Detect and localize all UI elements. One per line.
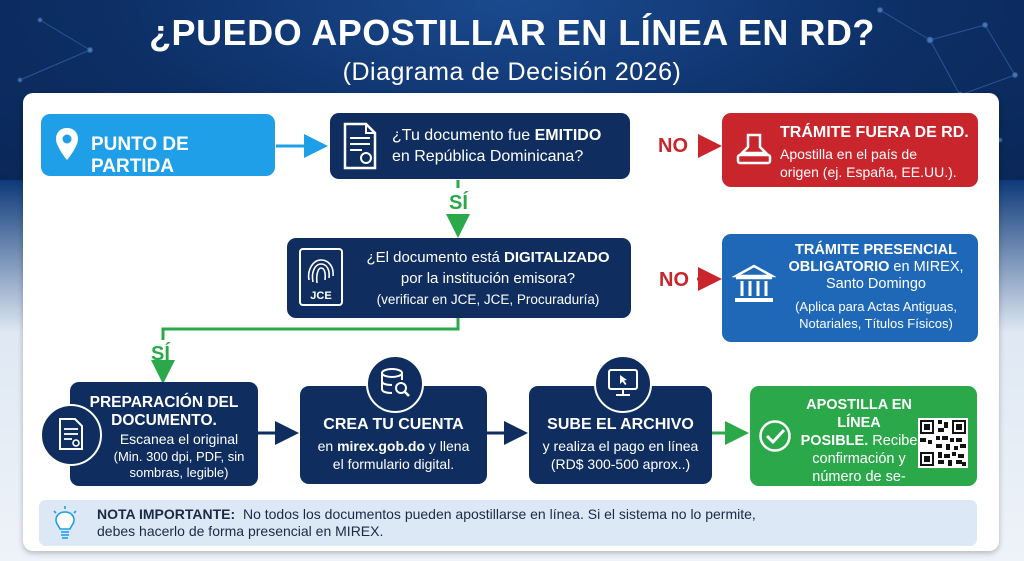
step-online-title2: POSIBLE. — [800, 433, 869, 449]
certificate-document-icon — [343, 122, 377, 170]
fingerprint-jce-icon: JCE — [299, 248, 343, 306]
important-note: NOTA IMPORTANTE: No todos los documentos… — [39, 500, 977, 546]
no-label-2: NO — [659, 269, 689, 291]
step-create-account-text2: y llena — [425, 438, 470, 454]
lightbulb-icon — [53, 506, 77, 539]
in-person-note1: (Aplica para Actas Antiguas, — [795, 299, 957, 314]
step-create-account-box: CREA TU CUENTA en mirex.gob.do y llena e… — [300, 386, 487, 484]
step-preparation-box: PREPARACIÓN DEL DOCUMENTO. Escanea el or… — [70, 382, 258, 486]
monitor-icon-badge — [594, 355, 652, 413]
step-online-title2b: Recibe — [868, 433, 918, 449]
outside-rd-line2: origen (ej. España, EE.UU.). — [780, 164, 957, 180]
in-person-location: Santo Domingo — [826, 276, 926, 292]
step-upload-line1: y realiza el pago en línea — [542, 438, 699, 454]
page-title: ¿PUEDO APOSTILLAR EN LÍNEA EN RD? — [149, 12, 875, 53]
step-preparation-title1: PREPARACIÓN DEL — [89, 394, 239, 411]
step-online-line3: guimiento digital. — [804, 487, 914, 503]
government-building-icon — [732, 264, 776, 302]
step-online-title1: APOSTILLA EN LÍNEA — [806, 397, 912, 431]
step-preparation-line3: sombras, legible) — [129, 465, 229, 480]
stamp-icon — [736, 133, 772, 165]
monitor-cursor-icon — [608, 369, 638, 396]
yes-label-2: SÍ — [151, 343, 170, 365]
step-create-account-url: mirex.gob.do — [337, 438, 425, 454]
question-digitalized-text: ¿El documento está — [366, 249, 505, 266]
question-emitted-line2: en República Dominicana? — [392, 148, 584, 165]
step-create-account-line2: el formulario digital. — [332, 456, 455, 472]
step-preparation-title2: DOCUMENTO. — [111, 412, 217, 429]
outside-rd-title: TRÁMITE FUERA DE RD. — [780, 124, 969, 141]
jce-icon-text: JCE — [310, 290, 332, 302]
yes-label-1: SÍ — [449, 192, 468, 214]
outside-rd-box: TRÁMITE FUERA DE RD. Apostilla en el paí… — [722, 113, 978, 187]
in-person-note2: Notariales, Títulos Físicos) — [799, 316, 953, 331]
checkmark-icon — [759, 420, 791, 452]
step-online-line2: número de se- — [812, 469, 906, 485]
outside-rd-line1: Apostilla en el país de — [780, 146, 917, 162]
qr-code-icon — [918, 418, 968, 468]
step-upload-line2: (RD$ 300-500 aprox..) — [550, 456, 691, 472]
document-icon — [59, 418, 83, 450]
database-icon-badge — [366, 355, 424, 413]
note-label: NOTA IMPORTANTE: — [97, 506, 236, 522]
step-create-account-title: CREA TU CUENTA — [323, 416, 464, 433]
note-line2: debes hacerlo de forma presencial en MIR… — [97, 523, 384, 539]
database-search-icon — [381, 368, 410, 397]
step-upload-title: SUBE EL ARCHIVO — [547, 416, 694, 433]
document-icon-badge — [40, 404, 102, 466]
step-preparation-line1: Escanea el original — [119, 431, 239, 447]
question-emitted-keyword: EMITIDO — [534, 127, 602, 144]
location-pin-icon — [56, 128, 78, 160]
no-label-1: NO — [658, 135, 688, 157]
in-person-title2b: en MIREX, — [889, 259, 964, 275]
question-digitalized-box: JCE ¿El documento está DIGITALIZADO por … — [287, 238, 631, 318]
question-digitalized-line3: (verificar en JCE, JCE, Procuraduría) — [376, 292, 600, 307]
question-emitted-text: ¿Tu documento fue — [392, 127, 535, 144]
note-line1: No todos los documentos pueden apostilla… — [242, 506, 756, 522]
question-digitalized-line2: por la institución emisora? — [400, 270, 576, 287]
in-person-box: TRÁMITE PRESENCIAL OBLIGATORIO en MIREX,… — [722, 234, 978, 342]
question-digitalized-keyword: DIGITALIZADO — [504, 249, 610, 266]
step-create-account-text1: en — [317, 438, 338, 454]
start-label: PUNTO DE PARTIDA — [91, 134, 189, 177]
in-person-title1: TRÁMITE PRESENCIAL — [795, 242, 957, 258]
step-online-possible-box: APOSTILLA EN LÍNEA POSIBLE. Recibe confi… — [750, 386, 977, 503]
step-online-line1: confirmación y — [812, 451, 906, 467]
page-subtitle: (Diagrama de Decisión 2026) — [342, 58, 682, 86]
step-preparation-line2: (Min. 300 dpi, PDF, sin — [113, 448, 245, 464]
start-box: PUNTO DE PARTIDA — [41, 114, 275, 177]
question-emitted-box: ¿Tu documento fue EMITIDO en República D… — [330, 113, 630, 179]
in-person-title2: OBLIGATORIO — [788, 259, 890, 275]
